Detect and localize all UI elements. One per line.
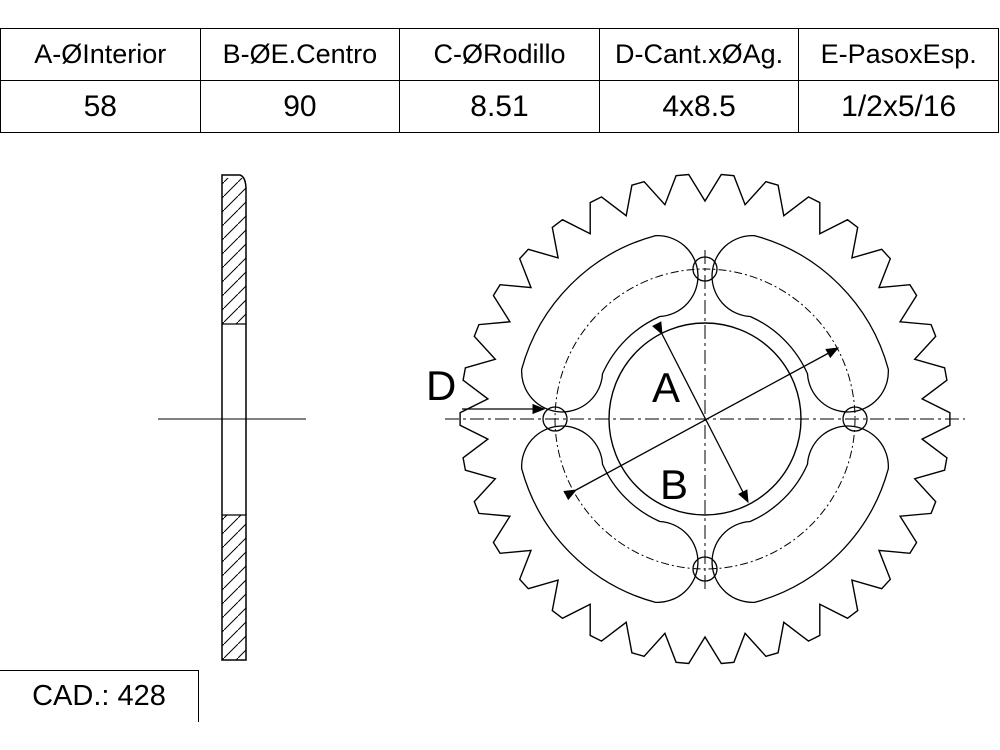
side-section-view [158, 174, 306, 661]
label-a: A [652, 364, 680, 411]
hatch-top [222, 178, 246, 324]
cutout-slot [521, 425, 699, 603]
value-pitch-thickness: 1/2x5/16 [798, 80, 999, 133]
sprocket-teeth-outline [459, 173, 951, 665]
dimension-b-arrow [563, 347, 840, 501]
hatch-bottom [222, 515, 246, 660]
bolt-hole [842, 406, 868, 432]
header-inner-diameter: A-ØInterior [0, 28, 201, 81]
value-roller-diameter: 8.51 [399, 80, 600, 133]
sprocket-front-view: A B D [426, 173, 965, 665]
value-bolt-circle: 90 [199, 80, 401, 133]
value-holes: 4x8.5 [598, 80, 800, 133]
cad-label: CAD.: 428 [0, 670, 199, 722]
spec-value-row: 58 90 8.51 4x8.5 1/2x5/16 [0, 80, 999, 133]
header-bolt-circle: B-ØE.Centro [199, 28, 401, 81]
header-roller-diameter: C-ØRodillo [399, 28, 600, 81]
cutout-slot [711, 235, 889, 413]
cutout-slot [711, 425, 889, 603]
label-b: B [660, 461, 688, 508]
value-inner-diameter: 58 [0, 80, 201, 133]
spec-table: A-ØInterior B-ØE.Centro C-ØRodillo D-Can… [0, 28, 999, 133]
label-d: D [426, 362, 456, 409]
